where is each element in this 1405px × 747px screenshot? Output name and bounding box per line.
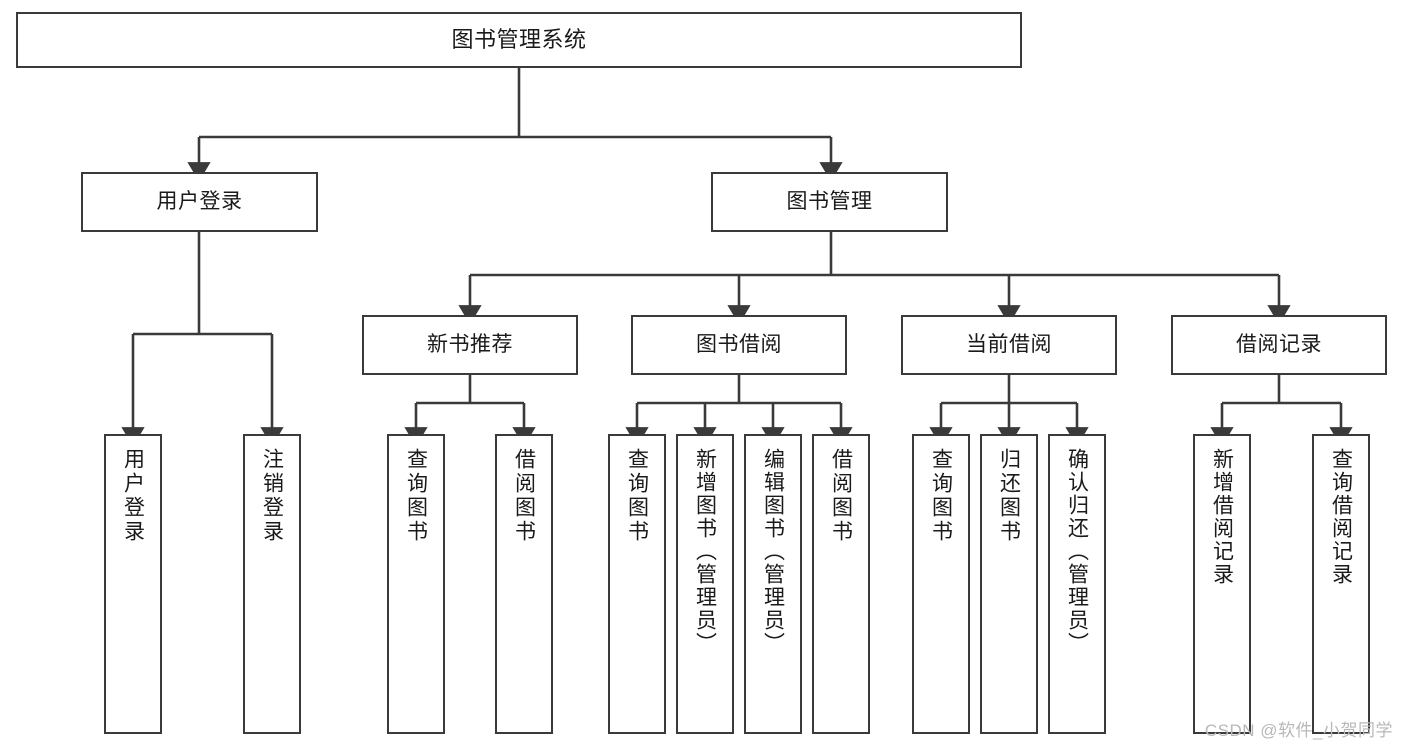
node-label: 图书管理	[786, 189, 873, 213]
node-label: 借阅图书	[512, 448, 536, 544]
node-book-management[interactable]: 图书管理	[711, 172, 948, 232]
node-label: 查询图书	[625, 448, 649, 544]
node-label: 新增借阅记录	[1210, 448, 1234, 586]
leaf-logout-login[interactable]: 注销登录	[243, 434, 301, 734]
node-label: 当前借阅	[966, 332, 1052, 356]
leaf-confirm-return-admin[interactable]: 确认归还（管理员）	[1048, 434, 1106, 734]
leaf-query-borrow-record[interactable]: 查询借阅记录	[1312, 434, 1370, 734]
leaf-add-book-admin[interactable]: 新增图书（管理员）	[676, 434, 734, 734]
node-label: 图书借阅	[696, 332, 782, 356]
node-user-login[interactable]: 用户登录	[81, 172, 318, 232]
leaf-return-book[interactable]: 归还图书	[980, 434, 1038, 734]
csdn-watermark: CSDN @软件_小贺同学	[1204, 721, 1393, 740]
node-root-book-management-system[interactable]: 图书管理系统	[16, 12, 1022, 68]
leaf-borrow-book[interactable]: 借阅图书	[812, 434, 870, 734]
node-label: 注销登录	[260, 448, 284, 544]
leaf-query-book-current[interactable]: 查询图书	[912, 434, 970, 734]
node-label: 确认归还（管理员）	[1065, 448, 1089, 655]
leaf-borrow-book-recommend[interactable]: 借阅图书	[495, 434, 553, 734]
node-new-book-recommend[interactable]: 新书推荐	[362, 315, 578, 375]
leaf-add-borrow-record[interactable]: 新增借阅记录	[1193, 434, 1251, 734]
node-label: 归还图书	[997, 448, 1021, 544]
node-label: 用户登录	[156, 189, 243, 213]
node-label: 图书管理系统	[451, 27, 587, 53]
node-label: 新书推荐	[427, 332, 513, 356]
leaf-user-login[interactable]: 用户登录	[104, 434, 162, 734]
leaf-edit-book-admin[interactable]: 编辑图书（管理员）	[744, 434, 802, 734]
node-label: 借阅记录	[1236, 332, 1322, 356]
node-label: 查询图书	[404, 448, 428, 544]
leaf-query-book-borrow[interactable]: 查询图书	[608, 434, 666, 734]
node-label: 查询借阅记录	[1329, 448, 1353, 586]
node-label: 查询图书	[929, 448, 953, 544]
node-label: 借阅图书	[829, 448, 853, 544]
node-book-borrow[interactable]: 图书借阅	[631, 315, 847, 375]
node-label: 用户登录	[121, 448, 145, 544]
node-borrow-record[interactable]: 借阅记录	[1171, 315, 1387, 375]
node-current-borrow[interactable]: 当前借阅	[901, 315, 1117, 375]
leaf-query-book-recommend[interactable]: 查询图书	[387, 434, 445, 734]
node-label: 新增图书（管理员）	[693, 448, 717, 655]
node-label: 编辑图书（管理员）	[761, 448, 785, 655]
